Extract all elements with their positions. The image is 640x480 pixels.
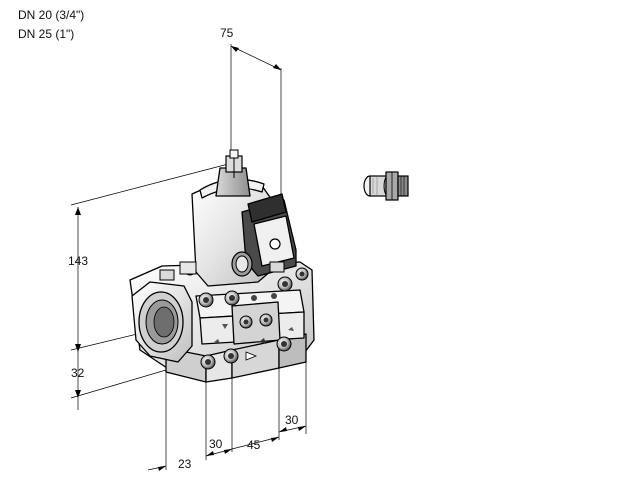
- dim-top-75: 75: [220, 26, 234, 40]
- dim-bottom-45: 45: [247, 438, 261, 452]
- title-dn25: DN 25 (1"): [18, 27, 75, 41]
- dim-bottom-30b: 30: [285, 413, 299, 427]
- dim-height-143: 143: [68, 254, 88, 268]
- dim-bottom-30a: 30: [209, 437, 223, 451]
- valve-body: [129, 149, 315, 383]
- cable-gland: [363, 171, 409, 201]
- title-dn20: DN 20 (3/4"): [18, 8, 85, 22]
- dim-bottom-23: 23: [178, 457, 192, 471]
- dimension-lines: [70, 44, 307, 471]
- dim-lower-32: 32: [71, 366, 85, 380]
